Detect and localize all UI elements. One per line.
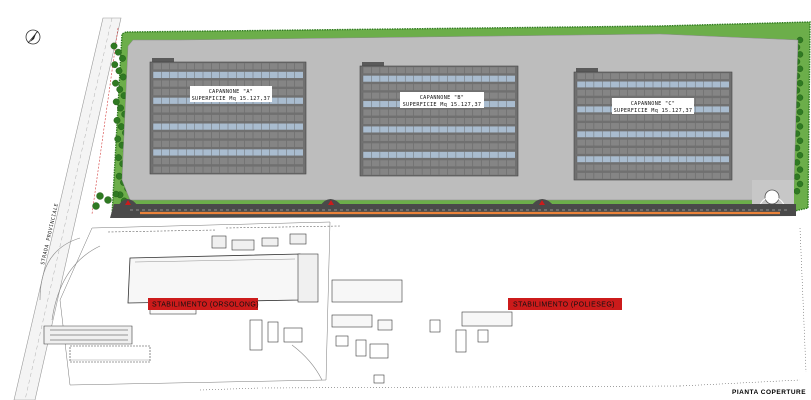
plant-2-text: STABILIMENTO (POLIESEG): [513, 302, 615, 309]
north-arrow-icon: [25, 29, 41, 45]
warehouse-a-label: CAPANNONE "A" SUPERFICIE Mq 15.127,37: [190, 86, 272, 102]
plant-1-label: STABILIMENTO (ORSOLONG): [148, 298, 259, 310]
warehouse-a-area: SUPERFICIE Mq 15.127,37: [192, 96, 271, 102]
warehouse-a: [149, 58, 307, 175]
warehouse-b-label: CAPANNONE "B" SUPERFICIE Mq 15.127,37: [400, 92, 484, 108]
warehouse-b: [359, 62, 519, 177]
access-road: [110, 199, 796, 218]
warehouse-c: [573, 68, 733, 181]
warehouse-c-name: CAPANNONE "C": [631, 101, 676, 107]
plant-1-text: STABILIMENTO (ORSOLONG): [152, 302, 259, 309]
drawing-title: PIANTA COPERTURE: [732, 389, 806, 396]
warehouse-c-label: CAPANNONE "C" SUPERFICIE Mq 15.127,37: [612, 98, 694, 114]
warehouse-b-area: SUPERFICIE Mq 15.127,37: [403, 102, 482, 108]
plant-2-label: STABILIMENTO (POLIESEG): [508, 298, 622, 310]
warehouse-a-name: CAPANNONE "A": [209, 89, 254, 95]
warehouse-b-name: CAPANNONE "B": [420, 95, 465, 101]
warehouse-c-area: SUPERFICIE Mq 15.127,37: [614, 108, 693, 114]
